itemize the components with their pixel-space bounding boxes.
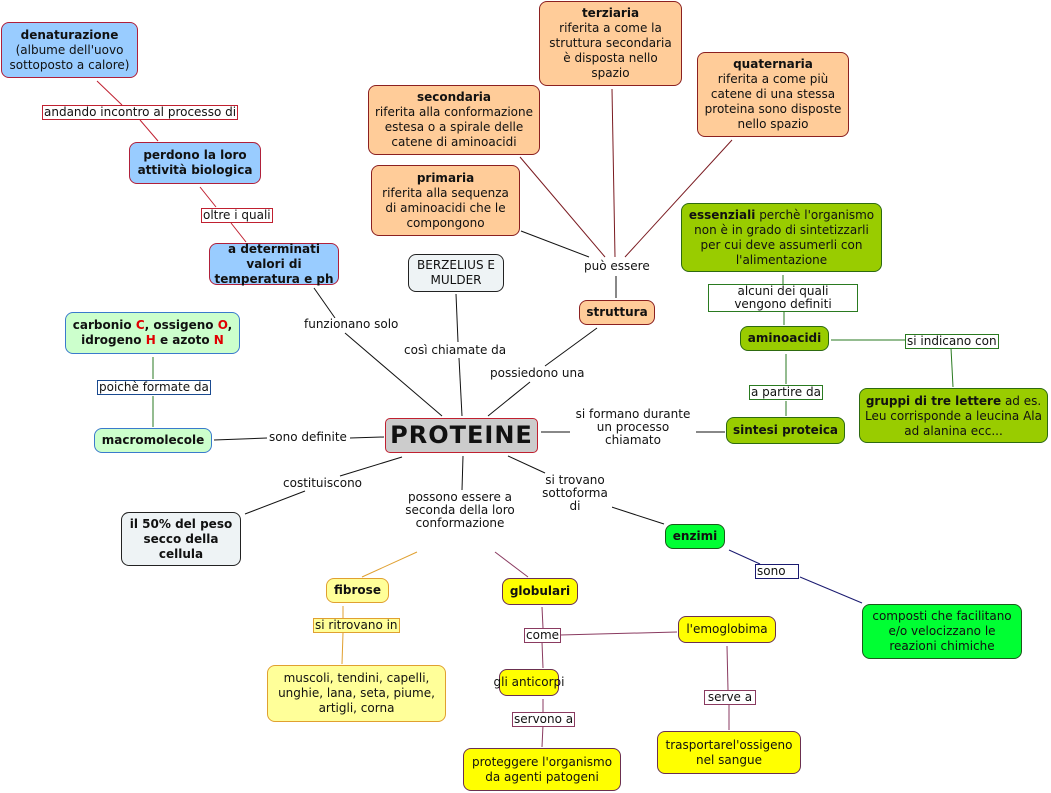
link-label: così chiamate da bbox=[403, 343, 508, 357]
link-label: andando incontro al processo di bbox=[42, 105, 239, 120]
link-label: possiedono una bbox=[489, 366, 586, 380]
link-label: possono essere a seconda della loro conf… bbox=[398, 491, 522, 530]
node-composti[interactable]: composti che facilitano e/o velocizzano … bbox=[862, 604, 1022, 659]
link-label: serve a bbox=[704, 690, 756, 705]
node-aminoacidi[interactable]: aminoacidi bbox=[740, 326, 829, 351]
node-text: ad es. Leu corrisponde a leucina Ala ad … bbox=[865, 394, 1042, 438]
node-title: quaternaria bbox=[733, 57, 813, 71]
node-title: gruppi di tre lettere bbox=[865, 394, 1002, 408]
node-enzimi[interactable]: enzimi bbox=[665, 524, 725, 549]
link-label: costituiscono bbox=[282, 476, 364, 490]
node-anticorpi[interactable]: gli anticorpi bbox=[494, 669, 564, 696]
node-cinquanta-percento[interactable]: il 50% del peso secco della cellula bbox=[121, 512, 241, 566]
node-title: denaturazione bbox=[20, 27, 119, 42]
element-o: O bbox=[217, 318, 228, 332]
link-label: poichè formate da bbox=[97, 380, 211, 395]
node-perdono[interactable]: perdono la loro attività biologica bbox=[129, 142, 261, 184]
link-label: servono a bbox=[512, 712, 576, 727]
node-text: riferita alla conformazione estesa o a s… bbox=[374, 105, 534, 149]
link-label: si indicano con bbox=[905, 334, 999, 349]
link-label: si ritrovano in bbox=[313, 618, 400, 633]
node-berzelius[interactable]: BERZELIUS E MULDER bbox=[408, 254, 504, 292]
link-label: come bbox=[524, 628, 562, 643]
node-denaturazione[interactable]: denaturazione(albume dell'uovo sottopost… bbox=[1, 22, 138, 78]
link-label: a partire da bbox=[749, 385, 823, 400]
link-label: può essere bbox=[583, 259, 651, 273]
node-title: terziaria bbox=[581, 6, 640, 20]
text: , idrogeno bbox=[81, 318, 233, 347]
node-valori[interactable]: a determinati valori di temperatura e ph bbox=[209, 242, 339, 286]
node-title: primaria bbox=[416, 170, 475, 185]
link-label: sono definite bbox=[268, 430, 348, 444]
node-title: essenziali bbox=[688, 208, 756, 222]
text: , ossigeno bbox=[144, 318, 218, 332]
node-globulari[interactable]: globulari bbox=[502, 578, 578, 605]
node-macromolecole[interactable]: macromolecole bbox=[94, 428, 212, 453]
node-fibrose[interactable]: fibrose bbox=[326, 578, 389, 603]
node-trasportare[interactable]: trasportarel'ossigeno nel sangue bbox=[657, 731, 801, 774]
node-muscoli[interactable]: muscoli, tendini, capelli, unghie, lana,… bbox=[267, 665, 446, 722]
text: e azoto bbox=[155, 333, 214, 347]
node-text: riferita a come la struttura secondaria … bbox=[549, 21, 672, 80]
node-essenziali[interactable]: essenziali perchè l'organismo non è in g… bbox=[681, 203, 882, 272]
node-title: secondaria bbox=[417, 90, 491, 104]
node-text: riferita alla sequenza di aminoacidi che… bbox=[382, 185, 509, 230]
node-proteggere[interactable]: proteggere l'organismo da agenti patogen… bbox=[463, 748, 621, 791]
link-label: oltre i quali bbox=[201, 208, 273, 223]
element-c: C bbox=[135, 318, 145, 332]
node-text: riferita a come più catene di una stessa… bbox=[704, 72, 842, 131]
link-label: sono bbox=[755, 564, 799, 579]
link-label: si formano durante un processo chiamato bbox=[570, 408, 696, 447]
link-label: si trovano sottoforma di bbox=[538, 474, 612, 513]
node-text: (albume dell'uovo sottoposto a calore) bbox=[9, 42, 130, 72]
node-elementi[interactable]: carbonio C, ossigeno O, idrogeno H e azo… bbox=[65, 312, 240, 354]
link-label: alcuni dei quali vengono definiti bbox=[708, 284, 858, 312]
link-label: funzionano solo bbox=[303, 317, 400, 331]
node-sintesi-proteica[interactable]: sintesi proteica bbox=[726, 417, 845, 444]
element-n: N bbox=[213, 333, 224, 347]
node-struttura[interactable]: struttura bbox=[579, 300, 655, 325]
node-proteine-root[interactable]: PROTEINE bbox=[385, 418, 538, 453]
node-emoglobima[interactable]: l'emoglobima bbox=[678, 616, 776, 643]
node-gruppi[interactable]: gruppi di tre lettere ad es. Leu corrisp… bbox=[859, 388, 1048, 443]
node-text: perchè l'organismo non è in grado di sin… bbox=[694, 208, 875, 267]
element-h: H bbox=[145, 333, 156, 347]
text: carbonio bbox=[72, 318, 136, 332]
